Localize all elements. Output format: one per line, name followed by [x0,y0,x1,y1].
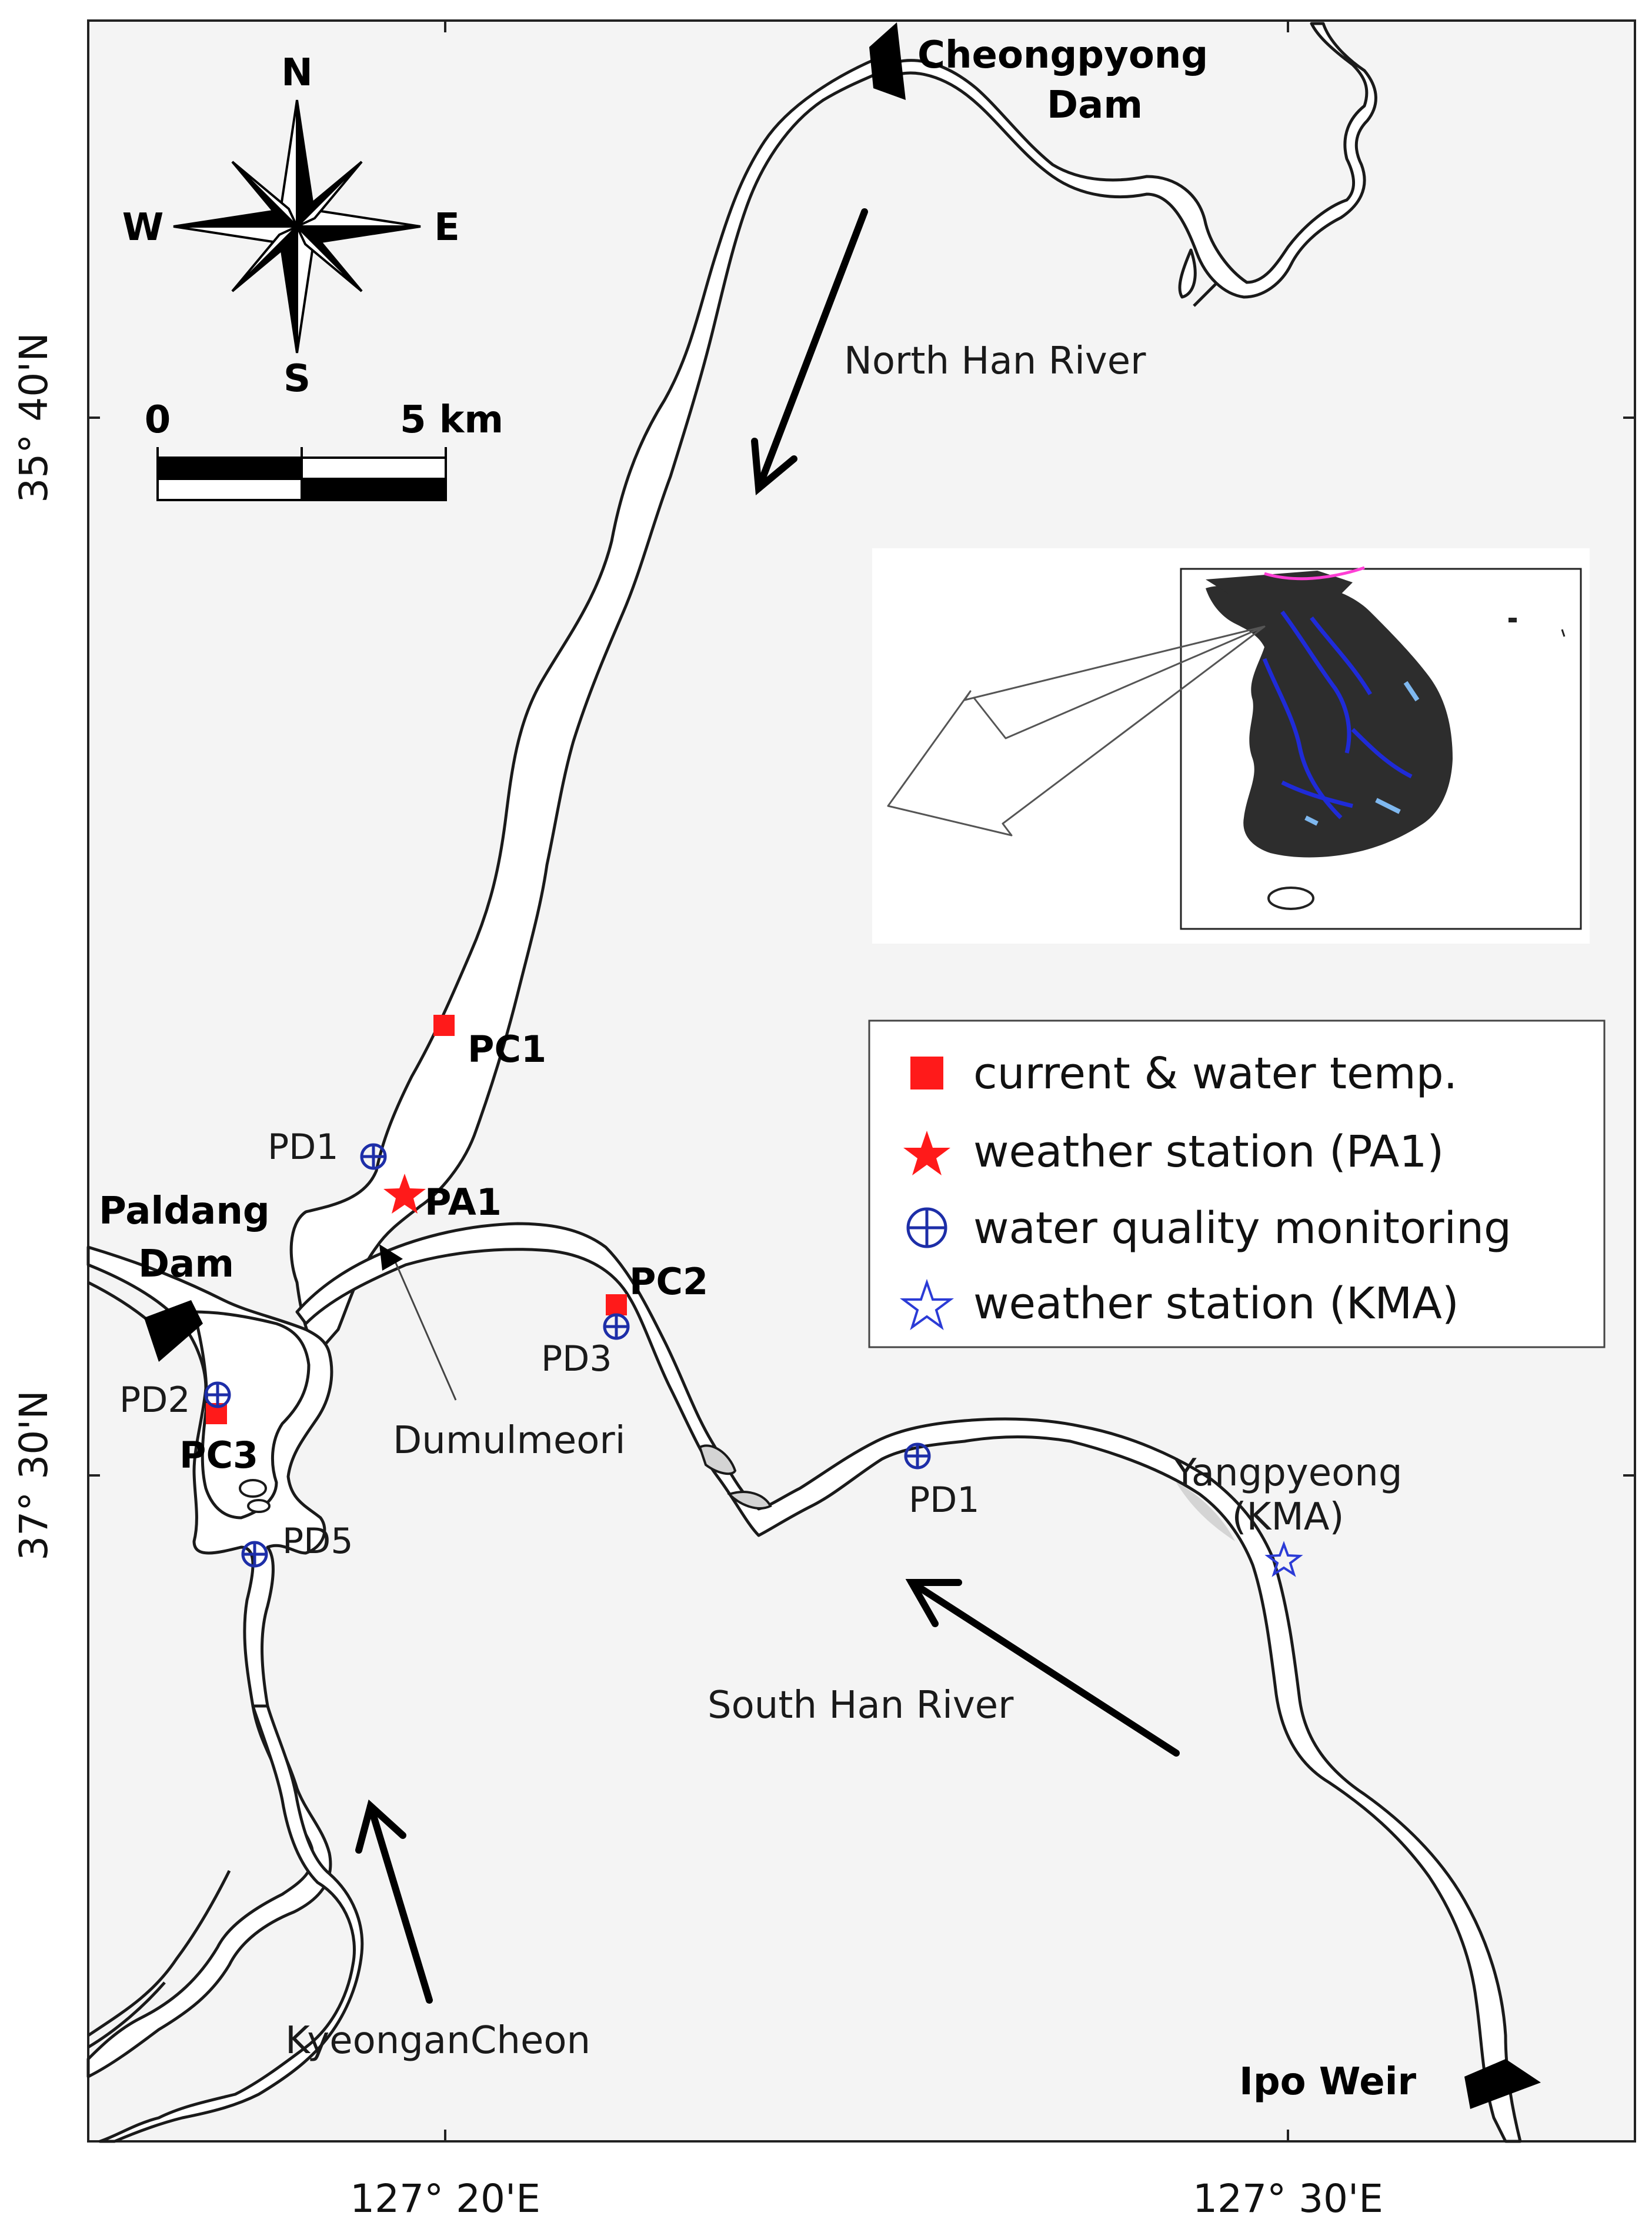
legend-label-weather: weather station (PA1) [973,1127,1444,1177]
kyeongan-cheon [98,1704,364,2143]
legend: current & water temp. weather station (P… [868,1019,1606,1348]
south-han-label: South Han River [707,1684,1014,1727]
dam-symbols [144,22,1541,2109]
pd5-label: PD5 [282,1521,353,1562]
pd2-label: PD2 [119,1380,191,1421]
south-flow-arrow-head [905,1579,962,1627]
islands [239,1479,271,1513]
legend-box [868,1019,1606,1348]
dumulmeori-label: Dumulmeori [393,1419,626,1462]
creek-upper-right [1193,281,1219,307]
legend-weather-icon [903,1131,950,1175]
pa1-marker [383,1174,426,1214]
paldang-dam-icon [144,1300,203,1362]
pd1-south-label: PD1 [909,1480,980,1521]
axis-ticks [88,21,1635,2141]
pa1-label: PA1 [425,1181,502,1224]
lon-label-right: 127° 30'E [1193,2176,1383,2221]
pc2-label: PC2 [629,1260,708,1303]
scale-bar [156,447,447,501]
legend-current-icon [910,1057,943,1089]
ipo-weir-icon [1464,2059,1541,2109]
dumulmeori-leader [393,1258,457,1401]
pd2-marker [204,1381,231,1408]
pc2-marker [606,1294,627,1315]
lon-label-left: 127° 20'E [350,2176,540,2221]
lower-left-creek [87,1870,231,2037]
scale-end: 5 km [400,398,503,442]
flow-arrows [355,208,1180,2004]
pd5-marker [241,1541,268,1568]
side-inlet [1178,248,1197,299]
legend-label-wq: water quality monitoring [973,1203,1511,1254]
shoals [698,1444,1235,1541]
paldang-bay [192,1310,311,1520]
yangpyeong-kma-marker [1264,1541,1303,1577]
ulleung-island [1509,618,1517,622]
pd1-north-marker [360,1143,387,1170]
scale-start: 0 [145,398,171,442]
korea-north-strip [1206,571,1353,594]
legend-wq-icon [906,1207,947,1248]
dumulmeori-pointer-icon [379,1244,403,1271]
inset-border [1264,566,1365,581]
north-flow-arrow [755,208,868,492]
inset-korea-map [872,548,1590,944]
kyeongan-label: KyeonganCheon [285,2019,590,2063]
legend-label-current: current & water temp. [973,1048,1457,1099]
wq-markers [204,1143,931,1568]
kyeongan-flow-arrow-head [355,1799,406,1854]
inset-frame [1180,568,1582,930]
pd3-marker [603,1313,630,1340]
compass-w: W [122,206,164,249]
paldang-dam-label-2: Dam [138,1242,234,1286]
pc1-label: PC1 [468,1028,546,1071]
pc1-marker [433,1015,455,1036]
yangpyeong-label-2: (KMA) [1232,1495,1344,1539]
lat-label-top: 35° 40'N [11,332,56,502]
paldang-dam-label-1: Paldang [99,1190,270,1233]
inset-rivers [1262,610,1413,819]
inset-lakes [1304,681,1420,826]
legend-label-kma: weather station (KMA) [973,1278,1459,1329]
inset-pointer-arrow [887,625,1266,837]
cheongpyong-dam-label-2: Dam [1047,84,1143,127]
pd3-label: PD3 [541,1338,612,1380]
compass-rose [173,99,421,354]
korea-landmass [1206,581,1453,858]
yangpyeong-label-1: Yangpyeong [1173,1451,1403,1495]
compass-s: S [283,357,311,401]
cheongpyong-dam-icon [869,22,906,100]
pd1-south-marker [904,1442,931,1470]
pc3-label: PC3 [179,1434,258,1477]
upstream-reach [877,22,1377,299]
pd1-north-label: PD1 [268,1127,339,1168]
north-han-label: North Han River [844,339,1146,383]
ipo-weir-label: Ipo Weir [1239,2060,1417,2104]
station-markers [204,1015,1303,1577]
north-flow-arrow-head [751,438,797,495]
cheongpyong-dam-label-1: Cheongpyong [917,34,1208,77]
lower-left-creek-2 [87,1981,166,2049]
south-flow-arrow [908,1579,1180,1757]
compass-e: E [434,206,460,249]
kyeongan-flow-arrow [367,1802,433,2004]
legend-kma-icon [900,1278,954,1331]
lat-label-bottom: 37° 30'N [11,1390,56,1560]
compass-n: N [281,51,313,95]
jeju-island [1267,887,1314,910]
